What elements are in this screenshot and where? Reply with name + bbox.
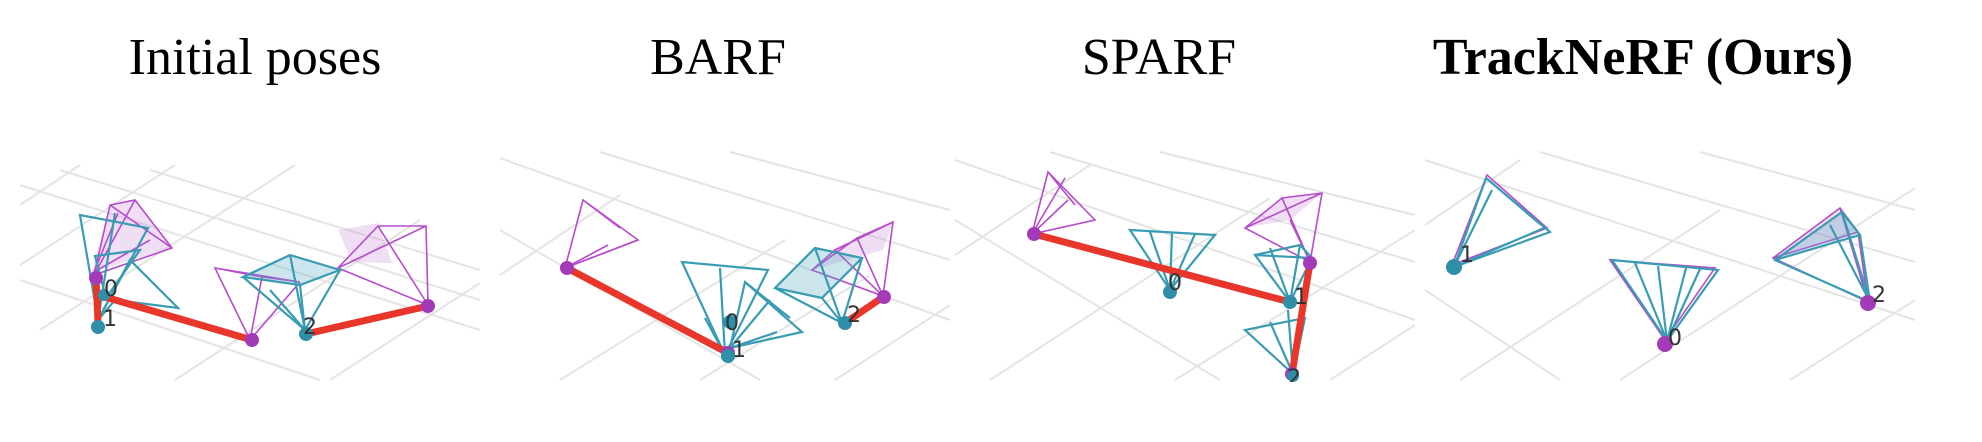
gt-camera [563, 198, 640, 270]
estimated-camera-position [1163, 285, 1177, 299]
gt-camera-position [421, 299, 435, 313]
ground-grid [19, 164, 480, 381]
ground-grid [1424, 151, 1916, 381]
pose-error-line [1030, 230, 1294, 306]
estimated-camera-position [1446, 259, 1462, 275]
gt-camera-position [877, 290, 891, 304]
gt-camera-position [1027, 227, 1041, 241]
estimated-camera-position [721, 349, 735, 363]
camera-index-label: 2 [303, 315, 317, 340]
camera-index-label: 1 [1294, 285, 1308, 310]
camera-index-label: 2 [1872, 283, 1886, 308]
camera-index-label: 1 [732, 338, 746, 363]
camera-index-label: 1 [103, 307, 117, 332]
estimated-camera [1772, 210, 1872, 304]
gt-camera [1030, 170, 1097, 236]
camera-index-label: 2 [1287, 366, 1301, 391]
gt-camera-position [1303, 256, 1317, 270]
estimated-camera [1127, 228, 1218, 292]
pose-error-line [1288, 259, 1314, 378]
gt-camera [1243, 192, 1323, 265]
pose-error-line [101, 293, 256, 344]
estimated-camera [728, 279, 805, 350]
gt-camera [810, 220, 894, 298]
camera-index-label: 1 [1460, 243, 1474, 268]
gt-camera-position [89, 271, 103, 285]
gt-camera-position [1860, 295, 1876, 311]
panel-sparf: 0 1 2 [954, 151, 1416, 391]
gt-camera [1450, 173, 1870, 342]
camera-index-label: 0 [725, 311, 739, 336]
estimated-camera [239, 253, 344, 331]
camera-index-label: 0 [1668, 326, 1682, 351]
gt-camera-position [560, 261, 574, 275]
estimated-camera [1252, 243, 1314, 305]
camera-index-label: 0 [104, 277, 118, 302]
panel-barf: 0 1 2 [499, 151, 950, 381]
estimated-camera [1609, 258, 1721, 343]
gt-camera [213, 266, 301, 341]
panel-title-tracknerf: TrackNeRF (Ours) [1432, 29, 1854, 86]
estimated-camera-position [1287, 370, 1299, 382]
estimated-camera-position [299, 327, 313, 341]
estimated-camera [772, 246, 865, 324]
camera-index-label: 2 [847, 303, 861, 328]
estimated-camera-position [98, 289, 110, 301]
pose-error-line [563, 264, 732, 357]
gt-camera [336, 223, 431, 307]
panel-title-initial-poses: Initial poses [128, 29, 382, 86]
estimated-camera [1452, 176, 1553, 269]
estimated-camera [680, 260, 770, 358]
panel-title-sparf: SPARF [1081, 29, 1237, 86]
pose-error-line [302, 302, 432, 338]
estimated-camera-position [723, 315, 737, 329]
pose-error-line [841, 293, 887, 327]
panel-tracknerf: 0 1 2 [1424, 151, 1916, 381]
pose-error-line [92, 274, 102, 326]
panel-title-barf: BARF [650, 29, 786, 86]
ground-grid [954, 151, 1416, 381]
panel-initial-poses: 0 1 2 [19, 164, 480, 381]
estimated-camera-position [91, 320, 105, 334]
camera-index-label: 0 [1168, 271, 1182, 296]
gt-camera-position [245, 333, 259, 347]
estimated-camera-position [1283, 295, 1297, 309]
ground-grid [499, 151, 950, 381]
gt-camera-position [1657, 336, 1673, 352]
estimated-camera-position [838, 316, 852, 330]
